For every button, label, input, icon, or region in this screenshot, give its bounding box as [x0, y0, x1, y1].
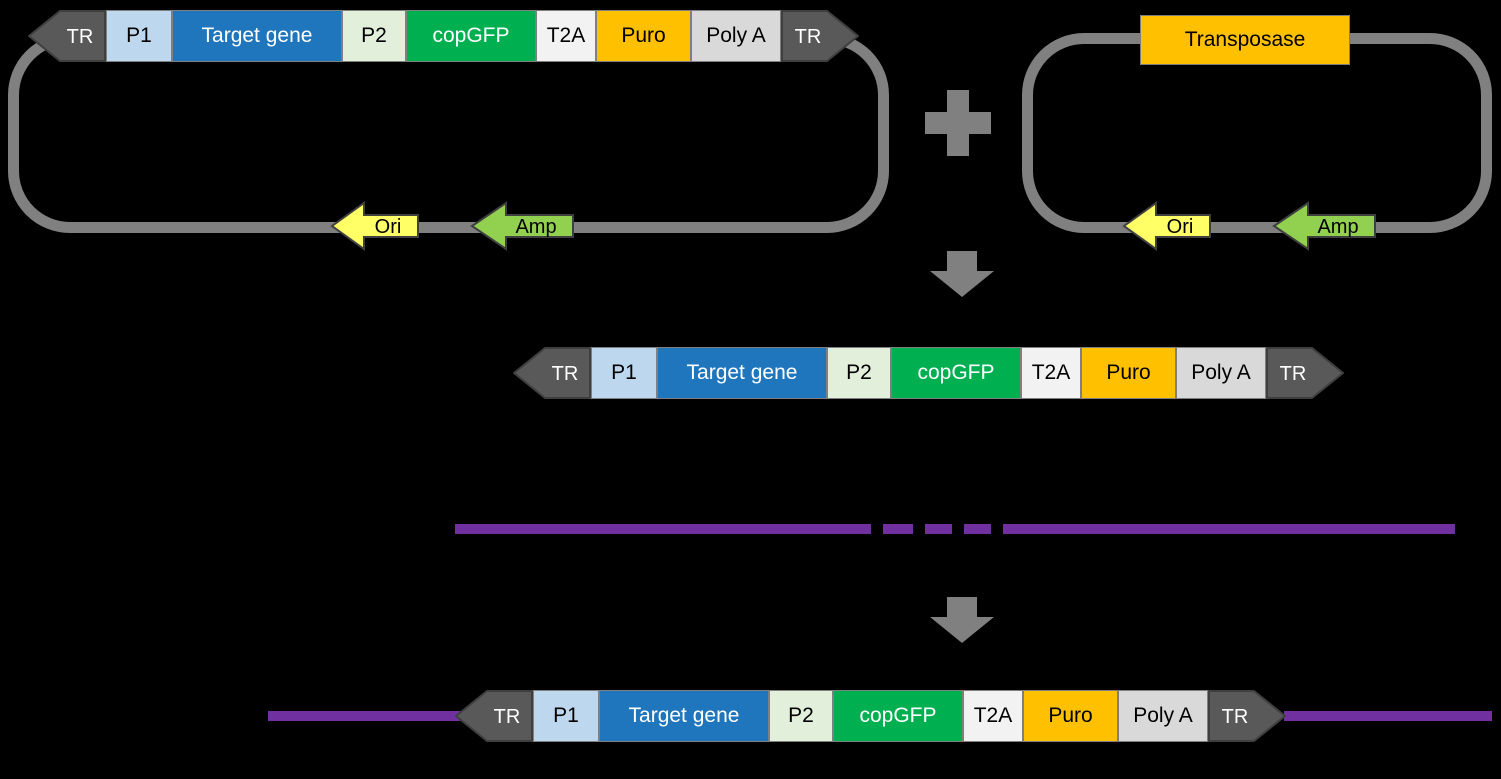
genomic-dna-line-right: [1003, 524, 1455, 534]
genomic-dna-line-left: [455, 524, 871, 534]
segment-target-gene: Target gene: [172, 10, 342, 62]
amp-label: Amp: [515, 216, 556, 238]
segment-p2: P2: [342, 10, 406, 62]
segment-poly-a: Poly A: [691, 10, 781, 62]
segment-p1: P1: [591, 347, 657, 399]
segment-copgfp: copGFP: [406, 10, 536, 62]
donor-plasmid-ring: [8, 33, 889, 233]
genomic-dna-integrated-left: [268, 711, 466, 721]
segment-poly-a: Poly A: [1118, 690, 1208, 742]
genomic-dna-dash: [883, 524, 913, 534]
segment-t2a: T2A: [963, 690, 1023, 742]
tr-label: TR: [795, 26, 822, 48]
tr-right-arrow: TR: [1208, 690, 1286, 742]
transposase-gene-box: Transposase: [1140, 15, 1350, 65]
ori-label: Ori: [1167, 216, 1194, 238]
segment-target-gene: Target gene: [657, 347, 827, 399]
genomic-dna-dash: [925, 524, 952, 534]
plus-icon: [925, 90, 991, 156]
tr-right-arrow: TR: [1266, 347, 1344, 399]
segment-puro: Puro: [1081, 347, 1176, 399]
segment-t2a: T2A: [1021, 347, 1081, 399]
segment-p1: P1: [106, 10, 172, 62]
amp-arrow-helper: Amp: [1272, 201, 1376, 251]
down-arrow-icon: [930, 251, 994, 297]
tr-left-arrow: TR: [28, 10, 106, 62]
tr-label: TR: [67, 26, 94, 48]
tr-label: TR: [1280, 363, 1307, 385]
tr-label: TR: [552, 363, 579, 385]
tr-label: TR: [1222, 706, 1249, 728]
tr-left-arrow: TR: [513, 347, 591, 399]
segment-target-gene: Target gene: [599, 690, 769, 742]
segment-puro: Puro: [596, 10, 691, 62]
ori-arrow-helper: Ori: [1122, 201, 1211, 251]
tr-right-arrow: TR: [781, 10, 859, 62]
segment-p2: P2: [769, 690, 833, 742]
ori-label: Ori: [375, 216, 402, 238]
amp-arrow-donor: Amp: [470, 201, 574, 251]
down-arrow-icon: [930, 597, 994, 643]
tr-left-arrow: TR: [455, 690, 533, 742]
genomic-dna-dash: [964, 524, 991, 534]
segment-t2a: T2A: [536, 10, 596, 62]
segment-copgfp: copGFP: [833, 690, 963, 742]
segment-p1: P1: [533, 690, 599, 742]
ori-arrow-donor: Ori: [330, 201, 419, 251]
segment-poly-a: Poly A: [1176, 347, 1266, 399]
amp-label: Amp: [1317, 216, 1358, 238]
segment-copgfp: copGFP: [891, 347, 1021, 399]
tr-label: TR: [494, 706, 521, 728]
segment-p2: P2: [827, 347, 891, 399]
genomic-dna-integrated-right: [1284, 711, 1492, 721]
segment-puro: Puro: [1023, 690, 1118, 742]
